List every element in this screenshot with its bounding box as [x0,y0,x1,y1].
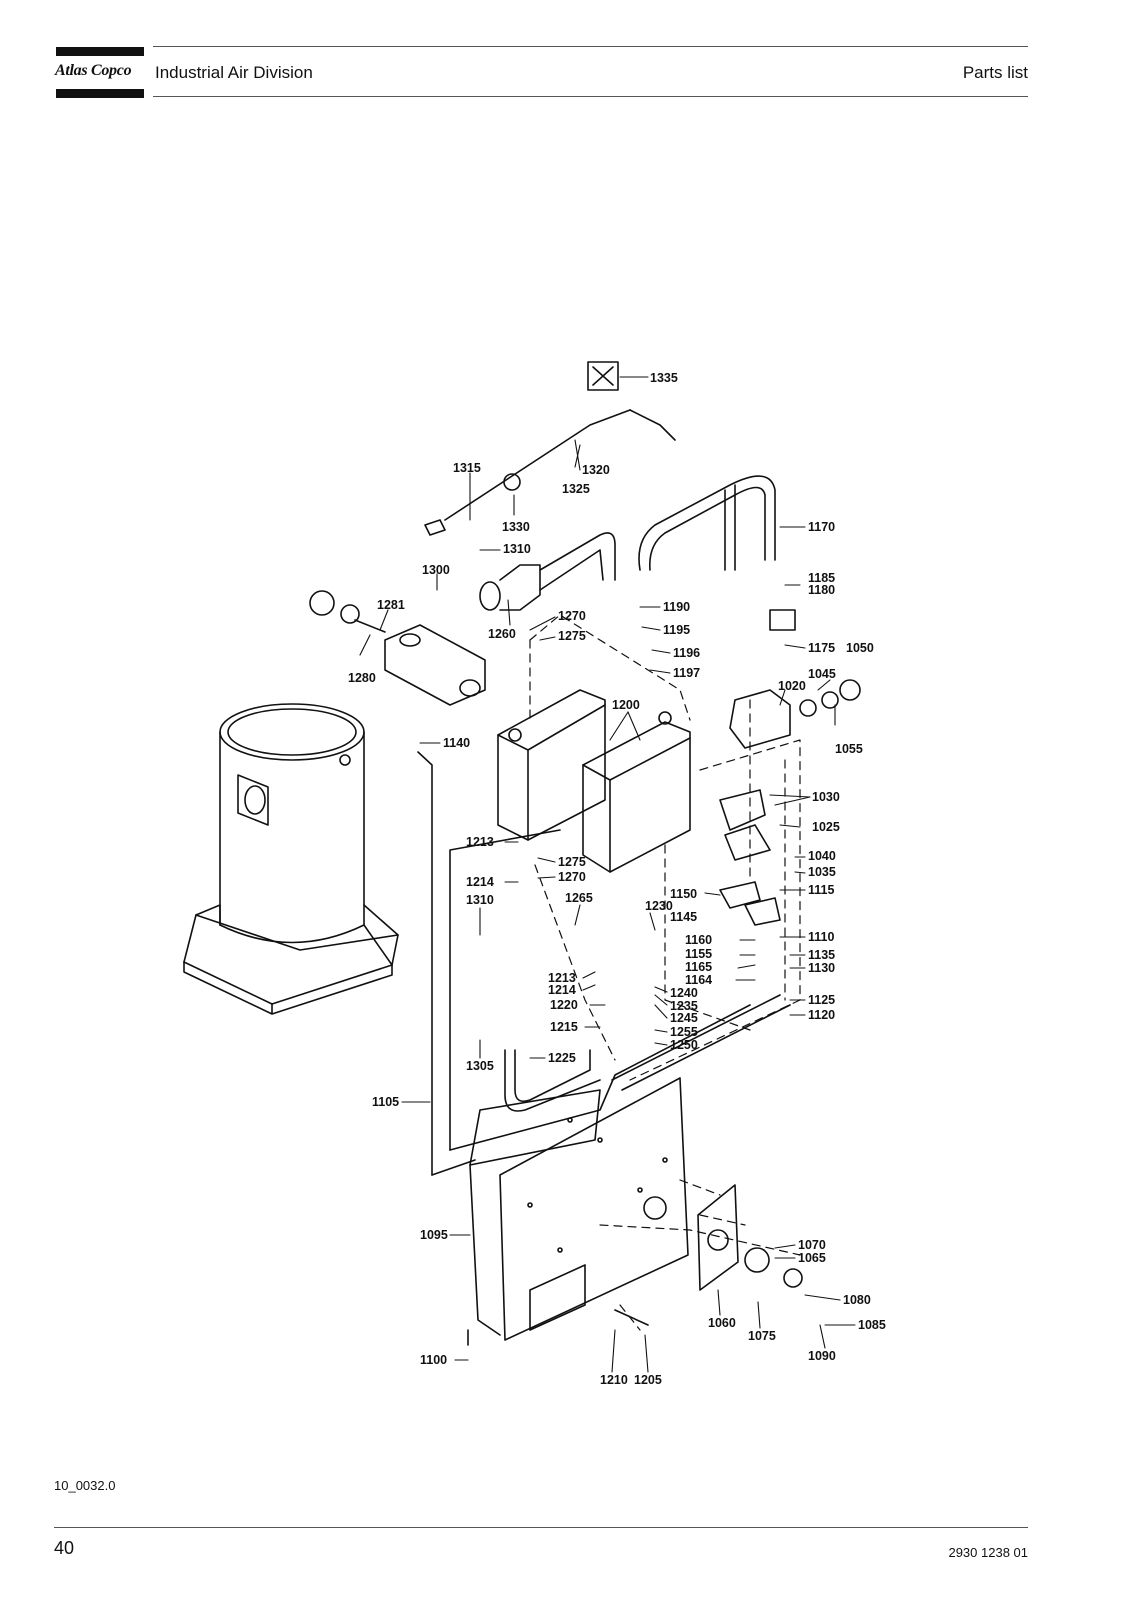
callout-label: 1140 [443,736,470,750]
callout-label: 1155 [685,947,712,961]
upper-pipes [479,475,776,611]
callout-label: 1025 [812,820,840,834]
callout-label: 1335 [650,371,678,385]
callout-label: 1240 [670,986,698,1000]
sensor-cable [424,361,676,536]
callout-label: 1095 [420,1228,448,1242]
callout-label: 1020 [778,679,806,693]
callout-label: 1185 [808,571,835,585]
callout-label: 1170 [808,520,835,534]
callout-label: 1090 [808,1349,836,1363]
callout-label: 1105 [372,1095,399,1109]
callout-label: 1230 [645,899,673,913]
callout-label: 1215 [550,1020,578,1034]
callout-label: 1080 [843,1293,871,1307]
callout-label: 1200 [612,698,640,712]
callout-label: 1245 [670,1011,698,1025]
leader-lines [359,376,856,1373]
drain-assembly [719,609,861,926]
callout-label: 1035 [808,865,836,879]
footer-rule [54,1527,1028,1528]
callout-label: 1085 [858,1318,886,1332]
callout-label: 1310 [466,893,494,907]
callout-label: 1175 [808,641,835,655]
header-rule-top [153,46,1028,47]
callout-label: 1260 [488,627,516,641]
callout-label: 1145 [670,910,697,924]
callout-label: 1205 [634,1373,662,1387]
callout-label: 1030 [812,790,840,804]
callout-label: 1330 [502,520,530,534]
callout-label: 1195 [663,623,690,637]
callout-label: 1275 [558,855,586,869]
callout-label: 1070 [798,1238,826,1252]
callout-label: 1190 [663,600,690,614]
callout-label: 1235 [670,999,698,1013]
callout-label: 1225 [548,1051,576,1065]
logo-bar-top [56,47,144,56]
mounting-plates [469,1077,689,1341]
callout-label: 1280 [348,671,376,685]
callout-label: 1213 [548,971,576,985]
callout-label: 1250 [670,1038,698,1052]
page-number: 40 [54,1538,75,1558]
callout-label: 1125 [808,993,835,1007]
callout-label: 1281 [377,598,405,612]
assembly-lines [529,614,801,1331]
heat-exchangers [497,689,691,873]
callout-label: 1315 [453,461,481,475]
callout-label: 1214 [466,875,494,889]
document-number: 2930 1238 01 [948,1545,1028,1560]
callout-label: 1196 [673,646,700,660]
small-parts [467,1184,803,1346]
callout-label: 1100 [420,1353,447,1367]
callout-label: 1055 [835,742,863,756]
callout-label: 1275 [558,629,586,643]
callout-label: 1180 [808,583,835,597]
callout-label: 1270 [558,870,586,884]
callout-label: 1197 [673,666,700,680]
callout-label: 1164 [685,973,712,987]
callout-label: 1120 [808,1008,835,1022]
callout-label: 1075 [748,1329,776,1343]
figure-reference: 10_0032.0 [54,1478,116,1493]
callout-label: 1115 [808,883,834,897]
callout-label: 1065 [798,1251,826,1265]
callout-label: 1265 [565,891,593,905]
callout-label: 1060 [708,1316,736,1330]
callout-label: 1130 [808,961,835,975]
logo-bar-bottom [56,89,144,98]
callout-label: 1270 [558,609,586,623]
callout-label: 1213 [466,835,494,849]
callout-label: 1320 [582,463,610,477]
callout-label: 1325 [562,482,590,496]
callout-label: 1210 [600,1373,628,1387]
callout-label: 1165 [685,960,712,974]
receiver-tank [183,703,399,1015]
division-title: Industrial Air Division [155,63,313,82]
document-type: Parts list [962,63,1028,82]
header-rule-bottom [153,96,1028,97]
callout-label: 1310 [503,542,531,556]
callout-label: 1135 [808,948,835,962]
callout-label: 1255 [670,1025,698,1039]
callout-labels: 1335 1315 1320 1325 1330 1310 1300 1281 … [348,371,886,1387]
callout-label: 1150 [670,887,697,901]
callout-label: 1110 [808,930,834,944]
pipe-runs [417,751,791,1176]
callout-label: 1305 [466,1059,494,1073]
callout-label: 1045 [808,667,836,681]
callout-label: 1300 [422,563,450,577]
callout-label: 1040 [808,849,836,863]
brand-logo: Atlas Copco [55,62,132,79]
callout-label: 1214 [548,983,576,997]
callout-label: 1220 [550,998,578,1012]
callout-label: 1050 [846,641,874,655]
callout-label: 1160 [685,933,712,947]
